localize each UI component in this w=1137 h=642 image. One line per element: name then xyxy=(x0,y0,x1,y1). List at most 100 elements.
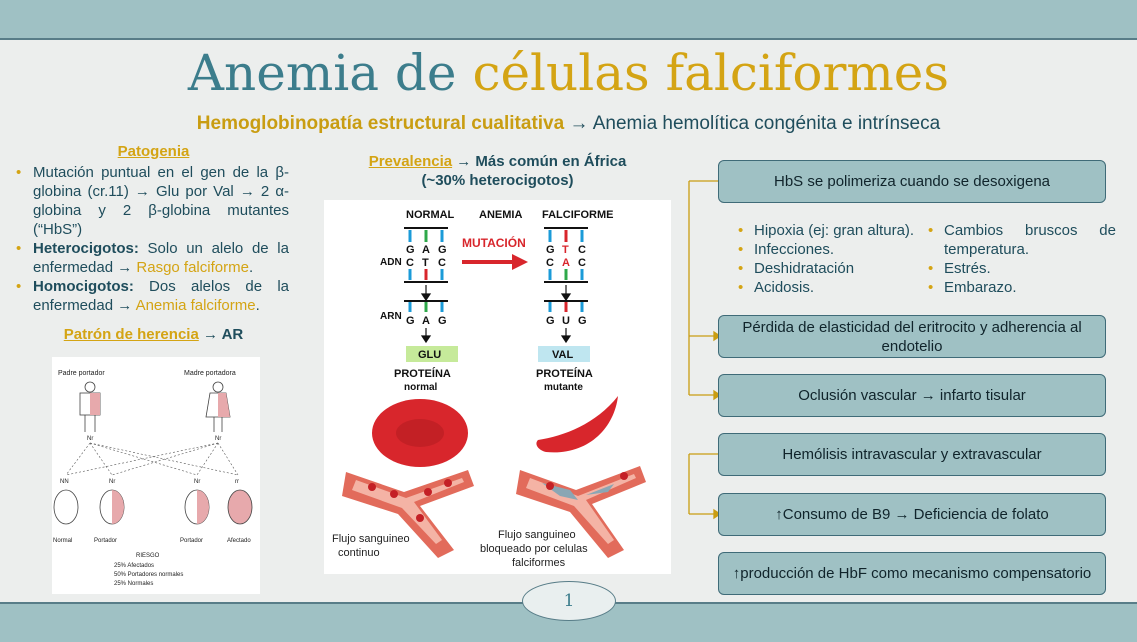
patogenia-text: Dos alelos de la enfermedad → xyxy=(33,278,289,314)
rna-base: G xyxy=(546,315,555,327)
triggers-list-left: Hipoxia (ej: gran altura). Infecciones. … xyxy=(738,221,928,297)
flow-connectors xyxy=(688,180,722,520)
trigger-item: Embarazo. xyxy=(928,278,1116,297)
rna-base: U xyxy=(562,315,570,327)
flow-normal-line1: Flujo sanguineo xyxy=(332,533,410,545)
patogenia-item: Homocigotos: Dos alelos de la enfermedad… xyxy=(16,277,289,315)
mother-figure xyxy=(205,381,231,432)
trigger-item: Acidosis. xyxy=(738,278,928,297)
protein-mutant-label: PROTEÍNA xyxy=(536,367,593,380)
dna-base: T xyxy=(562,244,569,256)
step-box-occlusion: Oclusión vascular → infarto tisular xyxy=(718,374,1106,417)
subtitle-arrow: → xyxy=(564,113,593,134)
father-label: Padre portador xyxy=(58,370,105,377)
step-box-elasticity: Pérdida de elasticidad del eritrocito y … xyxy=(718,315,1106,358)
patogenia-text: Mutación puntual en el gen de la β-globi… xyxy=(33,164,289,238)
patogenia-heading: Patogenia xyxy=(117,143,190,160)
risk-line: 50% Portadores normales xyxy=(114,572,183,578)
herencia-gold: Patrón de herencia xyxy=(63,326,199,343)
val-label: VAL xyxy=(552,349,573,361)
mutation-diagram: NORMAL ANEMIA FALCIFORME G A G ADN C T C… xyxy=(324,200,671,574)
patogenia-bold: Homocigotos: xyxy=(33,278,134,295)
risk-title: RIESGO xyxy=(136,553,160,559)
prevalencia-line2: (~30% heterocigotos) xyxy=(421,172,574,189)
child-label: Portador xyxy=(94,538,117,544)
trigger-item: Cambios bruscos de temperatura. xyxy=(928,221,1116,259)
step-box-hbf: ↑producción de HbF como mecanismo compen… xyxy=(718,552,1106,595)
father-genotype: Nr xyxy=(87,436,93,442)
arn-label: ARN xyxy=(380,311,402,322)
pedigree-figure: Padre portador Madre portadora Nr Nr xyxy=(52,357,260,594)
prevalencia-rest: → Más común en África xyxy=(452,153,627,170)
protein-mutant-sub: mutante xyxy=(544,382,583,393)
prevalencia-gold: Prevalencia xyxy=(368,153,453,170)
trigger-item: Estrés. xyxy=(928,259,1116,278)
title-part-1: Anemia de xyxy=(187,44,457,102)
subtitle: Hemoglobinopatía estructural cualitativa… xyxy=(0,113,1137,135)
rna-base: G xyxy=(438,315,447,327)
subtitle-gold: Hemoglobinopatía estructural cualitativa xyxy=(196,113,565,134)
glu-badge xyxy=(406,346,458,362)
dna-base: C xyxy=(546,257,554,269)
prevalencia-line1: Prevalencia → Más común en África xyxy=(340,152,655,171)
top-band xyxy=(0,0,1137,40)
dna-base: C xyxy=(438,257,446,269)
title-part-2: células falciformes xyxy=(472,44,950,102)
mother-genotype: Nr xyxy=(215,436,221,442)
glu-label: GLU xyxy=(418,349,441,361)
dna-base: A xyxy=(422,244,430,256)
trigger-item: Hipoxia (ej: gran altura). xyxy=(738,221,928,240)
child-genotype: Nr xyxy=(194,479,200,485)
child-figures xyxy=(53,489,253,525)
dna-base: C xyxy=(578,244,586,256)
dna-base: G xyxy=(438,244,447,256)
cross-lines xyxy=(65,442,239,476)
flow-blocked-line3: falciformes xyxy=(512,557,566,569)
flow-blocked-line2: bloqueado por celulas xyxy=(480,543,588,555)
step-box-folate: ↑Consumo de B9 → Deficiencia de folato xyxy=(718,493,1106,536)
dna-base: G xyxy=(546,244,555,256)
col-normal: NORMAL xyxy=(406,209,455,221)
triggers-list-right: Cambios bruscos de temperatura. Estrés. … xyxy=(928,221,1116,297)
step-box-hemolysis: Hemólisis intravascular y extravascular xyxy=(718,433,1106,476)
patogenia-end: . xyxy=(255,297,260,314)
col-falciforme: FALCIFORME xyxy=(542,209,614,221)
child-label: Portador xyxy=(180,538,203,544)
mutacion-label: MUTACIÓN xyxy=(462,235,526,250)
patogenia-gold: Rasgo falciforme xyxy=(136,259,249,276)
herencia-rest: → AR xyxy=(198,326,244,343)
dna-base: T xyxy=(422,257,429,269)
step-box-polymerize: HbS se polimeriza cuando se desoxigena xyxy=(718,160,1106,203)
patogenia-end: . xyxy=(248,259,254,276)
trigger-item: Deshidratación xyxy=(738,259,928,278)
mutant-dna-lines xyxy=(544,227,588,283)
normal-red-cell xyxy=(372,399,468,467)
dna-base: A xyxy=(562,257,570,269)
risk-line: 25% Afectados xyxy=(114,563,154,569)
mother-label: Madre portadora xyxy=(184,370,236,377)
rna-base: G xyxy=(578,315,587,327)
trigger-item: Infecciones. xyxy=(738,240,928,259)
patogenia-item: Mutación puntual en el gen de la β-globi… xyxy=(16,163,289,239)
father-figure xyxy=(79,381,101,432)
patogenia-bold: Heterocigotos: xyxy=(33,240,139,257)
child-label: Normal xyxy=(53,538,72,544)
val-badge xyxy=(538,346,590,362)
page-number: 1 xyxy=(522,581,616,621)
dna-base: G xyxy=(406,244,415,256)
flow-blocked-line1: Flujo sanguineo xyxy=(498,529,576,541)
normal-dna-lines xyxy=(404,227,448,283)
adn-label: ADN xyxy=(380,257,402,268)
patogenia-gold: Anemia falciforme xyxy=(135,297,256,314)
child-genotype: rr xyxy=(235,479,239,485)
vessel-blocked xyxy=(516,466,646,558)
col-anemia: ANEMIA xyxy=(479,209,522,221)
rna-base: G xyxy=(406,315,415,327)
down-arrow-icons xyxy=(420,285,572,344)
risk-line: 25% Normales xyxy=(114,581,153,587)
vessel-normal xyxy=(342,470,474,558)
dna-base: C xyxy=(406,257,414,269)
rna-lines xyxy=(404,300,588,312)
protein-normal-label: PROTEÍNA xyxy=(394,367,451,380)
protein-normal-sub: normal xyxy=(404,382,438,393)
